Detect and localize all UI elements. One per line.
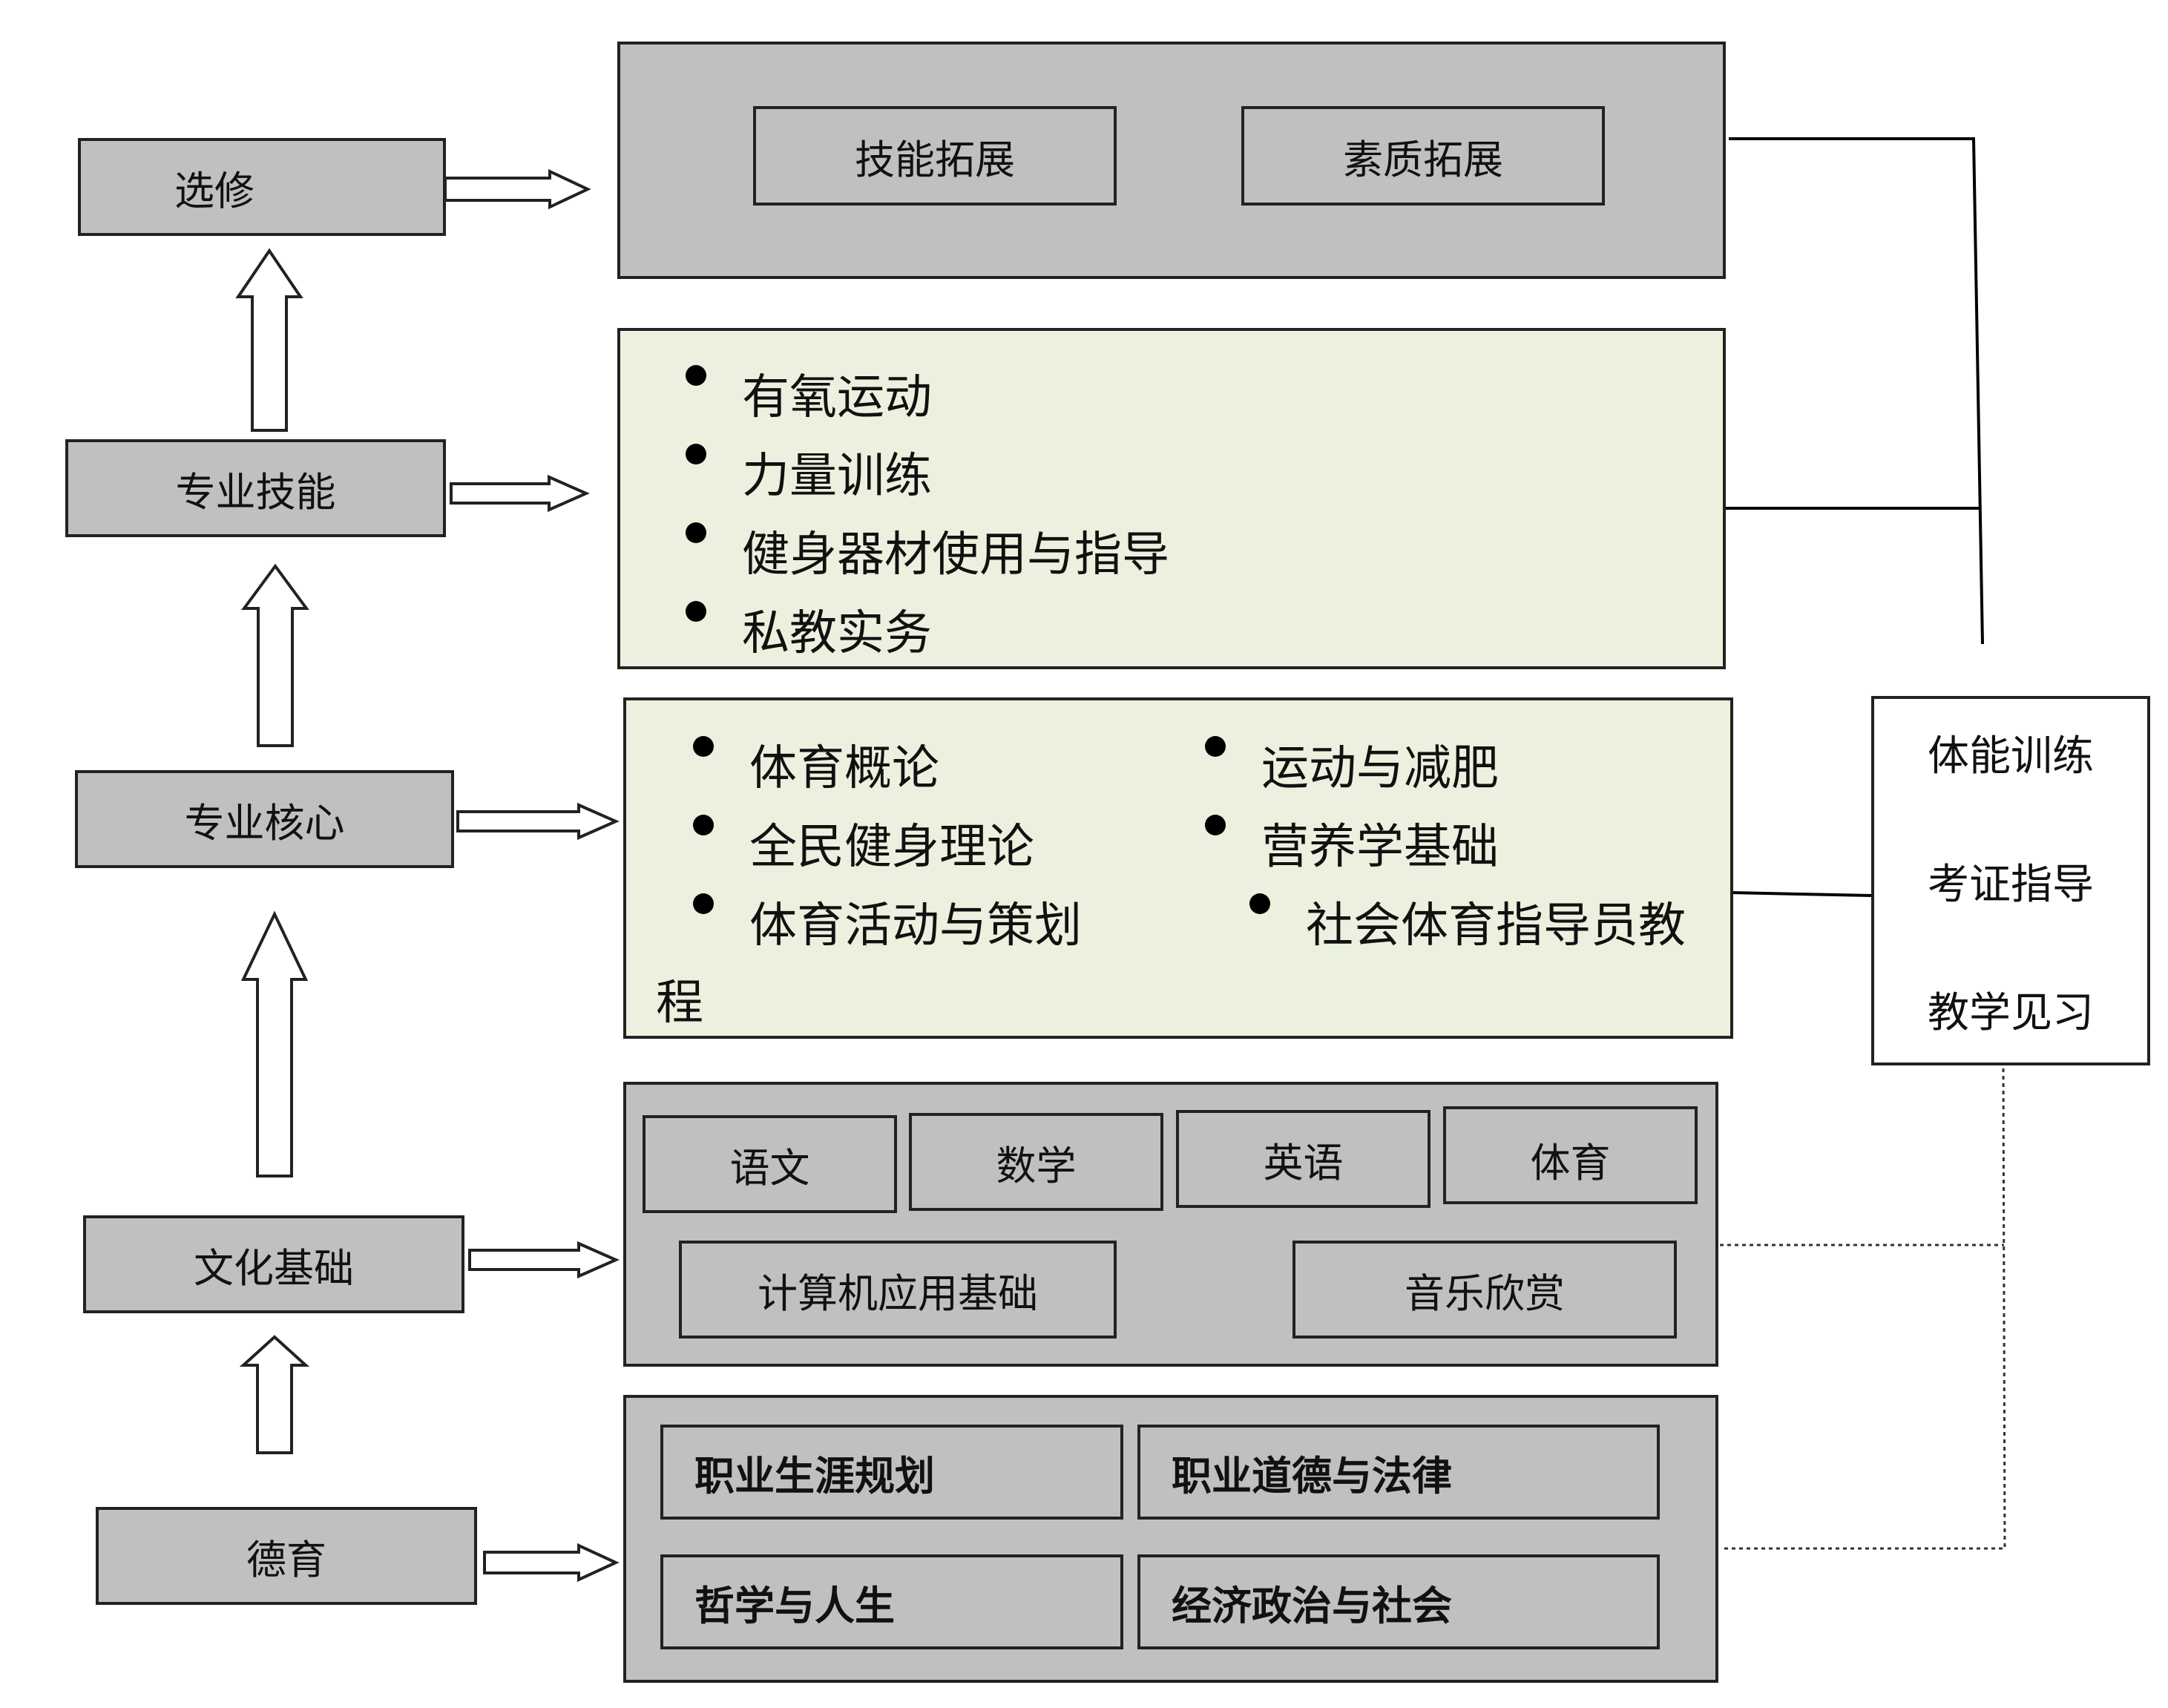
philosophy-life-label: 哲学与人生 (694, 1581, 895, 1629)
culture-basics-box: 文化基础 (83, 1215, 464, 1313)
elective-label: 选修 (174, 167, 254, 214)
arrow-right-elective (444, 168, 591, 210)
arrow-right-moral (483, 1543, 620, 1583)
bullet-icon (1205, 815, 1226, 835)
moral-education-box: 德育 (96, 1507, 477, 1605)
skills-item: 健身器材使用与指导 (742, 528, 1169, 582)
skill-expansion-label: 技能拓展 (855, 136, 1015, 183)
economics-politics-label: 经济政治与社会 (1172, 1581, 1452, 1629)
connector-elective-right (1729, 137, 1984, 645)
music-appreciation-label: 音乐欣赏 (1405, 1269, 1565, 1317)
bullet-icon (1205, 736, 1226, 757)
chinese-box: 语文 (643, 1115, 897, 1213)
quality-expansion-box: 素质拓展 (1241, 106, 1605, 206)
bullet-icon (686, 444, 706, 464)
arrow-right-core (456, 802, 620, 841)
arrow-up-moral-to-culture (239, 1335, 310, 1454)
professional-skills-label: 专业技能 (175, 468, 336, 516)
dotted-connector-practice (1724, 1068, 2006, 1550)
skills-item: 有氧运动 (742, 370, 932, 425)
english-label: 英语 (1263, 1139, 1344, 1186)
core-item: 体育概论 (749, 741, 939, 796)
career-planning-label: 职业生涯规划 (694, 1451, 935, 1500)
ethics-law-label: 职业道德与法律 (1172, 1451, 1452, 1500)
bullet-icon (686, 365, 706, 386)
bullet-icon (686, 522, 706, 543)
core-item: 社会体育指导员教 (1306, 899, 1686, 953)
professional-core-label: 专业核心 (184, 799, 345, 847)
math-label: 数学 (996, 1142, 1077, 1189)
skill-expansion-box: 技能拓展 (753, 106, 1117, 206)
pe-box: 体育 (1443, 1106, 1698, 1204)
core-item: 全民健身理论 (749, 820, 1034, 875)
arrow-up-core-to-skills (241, 563, 309, 747)
bullet-icon (693, 893, 714, 914)
computer-basics-label: 计算机应用基础 (758, 1269, 1038, 1317)
skills-item: 力量训练 (742, 449, 932, 504)
practice-item: 考证指导 (1928, 861, 2094, 909)
music-appreciation-box: 音乐欣赏 (1292, 1241, 1677, 1339)
core-item: 营养学基础 (1261, 820, 1499, 875)
connector-core-practice (1730, 891, 1872, 897)
skills-item: 私教实务 (742, 606, 932, 661)
practice-item: 体能训练 (1928, 732, 2094, 781)
professional-core-box: 专业核心 (75, 770, 454, 868)
bullet-icon (693, 736, 714, 757)
math-box: 数学 (909, 1113, 1163, 1211)
pe-label: 体育 (1530, 1140, 1611, 1186)
professional-skills-panel: 有氧运动 力量训练 健身器材使用与指导 私教实务 (617, 328, 1726, 669)
arrow-up-skills-to-elective (235, 248, 303, 432)
english-box: 英语 (1176, 1110, 1430, 1208)
practice-item: 教学见习 (1928, 989, 2094, 1037)
professional-skills-box: 专业技能 (65, 439, 446, 537)
bullet-icon (1249, 893, 1270, 914)
career-planning-box: 职业生涯规划 (660, 1425, 1123, 1520)
core-item: 体育活动与策划 (749, 899, 1082, 953)
core-item-continuation: 程 (656, 976, 703, 1031)
elective-box: 选修 (78, 138, 446, 236)
arrow-right-culture (468, 1241, 620, 1279)
quality-expansion-label: 素质拓展 (1343, 136, 1503, 183)
moral-education-label: 德育 (246, 1536, 326, 1583)
culture-basics-label: 文化基础 (194, 1244, 354, 1292)
economics-politics-box: 经济政治与社会 (1137, 1554, 1660, 1649)
ethics-law-box: 职业道德与法律 (1137, 1425, 1660, 1520)
philosophy-life-box: 哲学与人生 (660, 1554, 1123, 1649)
professional-core-panel: 体育概论 全民健身理论 体育活动与策划 运动与减肥 营养学基础 社会体育指导员教… (623, 697, 1733, 1039)
computer-basics-box: 计算机应用基础 (679, 1241, 1117, 1339)
core-item: 运动与减肥 (1261, 741, 1499, 796)
practice-box: 体能训练 考证指导 教学见习 (1871, 696, 2150, 1065)
arrow-up-culture-to-core (240, 910, 309, 1177)
bullet-icon (693, 815, 714, 835)
arrow-right-skills (450, 474, 590, 513)
chinese-label: 语文 (729, 1144, 810, 1192)
bullet-icon (686, 601, 706, 622)
